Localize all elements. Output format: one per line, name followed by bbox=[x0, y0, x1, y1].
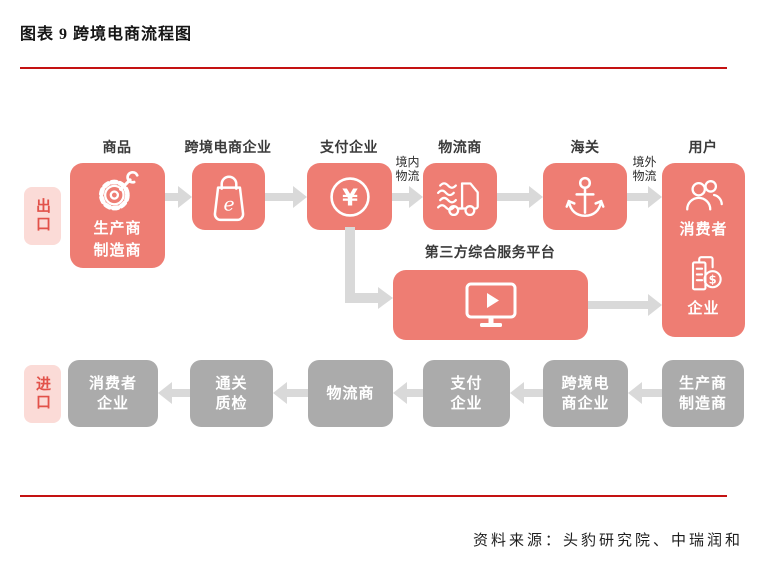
payment-box: ¥ bbox=[307, 163, 392, 230]
connector-arrowhead bbox=[378, 287, 393, 309]
flow-arrow-left bbox=[628, 382, 662, 404]
import-payment-box: 支付企业 bbox=[423, 360, 510, 427]
enterprise-dollar-icon: $ bbox=[691, 255, 722, 291]
anchor-icon bbox=[565, 176, 605, 217]
import-cbec-box: 跨境电商企业 bbox=[543, 360, 628, 427]
bottom-divider-line bbox=[20, 495, 727, 497]
figure-title: 图表 9 跨境电商流程图 bbox=[20, 26, 193, 43]
export-tag: 出口 bbox=[24, 187, 61, 245]
domestic-logistics-label: 境内 物流 bbox=[395, 155, 420, 184]
connector-across bbox=[345, 293, 378, 303]
producer-box: 生产商 制造商 bbox=[70, 163, 165, 268]
flow-arrow-right bbox=[265, 186, 307, 208]
flow-arrow-left bbox=[158, 382, 190, 404]
import-producer-box: 生产商制造商 bbox=[662, 360, 744, 427]
producer-box-label: 生产商 制造商 bbox=[93, 219, 142, 259]
flow-arrow-right bbox=[497, 186, 543, 208]
user-box: 消费者 $ 企业 bbox=[662, 163, 745, 337]
flow-arrow-left bbox=[393, 382, 423, 404]
column-label-customs: 海关 bbox=[570, 139, 600, 155]
enterprise-label: 企业 bbox=[687, 299, 720, 317]
flow-arrow-left bbox=[510, 382, 543, 404]
flow-arrow-right bbox=[627, 186, 662, 208]
consumers-icon bbox=[685, 180, 723, 211]
flow-arrow-right bbox=[588, 294, 662, 316]
top-divider-line bbox=[20, 67, 727, 69]
connector-down bbox=[345, 227, 355, 303]
gear-wrench-icon bbox=[98, 170, 139, 211]
import-customs-inspection-box: 通关质检 bbox=[190, 360, 273, 427]
monitor-play-icon bbox=[465, 282, 516, 327]
import-logistics-box: 物流商 bbox=[308, 360, 393, 427]
flow-arrow-right bbox=[165, 186, 192, 208]
column-label-user: 用户 bbox=[688, 139, 718, 155]
truck-icon bbox=[436, 181, 479, 216]
svg-text:e: e bbox=[223, 194, 234, 215]
source-note: 资料来源：头豹研究院、中瑞润和 bbox=[472, 533, 743, 549]
flow-arrow-left bbox=[273, 382, 308, 404]
svg-text:$: $ bbox=[708, 272, 716, 286]
cbec-box: e bbox=[192, 163, 265, 230]
column-label-logistics: 物流商 bbox=[438, 139, 482, 155]
platform-box bbox=[393, 270, 588, 340]
column-label-payment: 支付企业 bbox=[320, 139, 378, 155]
import-tag: 进口 bbox=[24, 365, 61, 423]
customs-box bbox=[543, 163, 627, 230]
column-label-cbec: 跨境电商企业 bbox=[184, 139, 272, 155]
flow-arrow-right bbox=[392, 186, 423, 208]
import-consumer-box: 消费者企业 bbox=[68, 360, 158, 427]
shopping-bag-icon: e bbox=[213, 175, 244, 221]
overseas-logistics-label: 境外 物流 bbox=[632, 155, 657, 184]
consumers-label: 消费者 bbox=[679, 221, 728, 238]
svg-text:¥: ¥ bbox=[342, 185, 358, 211]
platform-label: 第三方综合服务平台 bbox=[424, 244, 556, 260]
column-label-goods: 商品 bbox=[102, 139, 132, 155]
yen-coin-icon: ¥ bbox=[329, 176, 370, 217]
logistics-box bbox=[423, 163, 497, 230]
